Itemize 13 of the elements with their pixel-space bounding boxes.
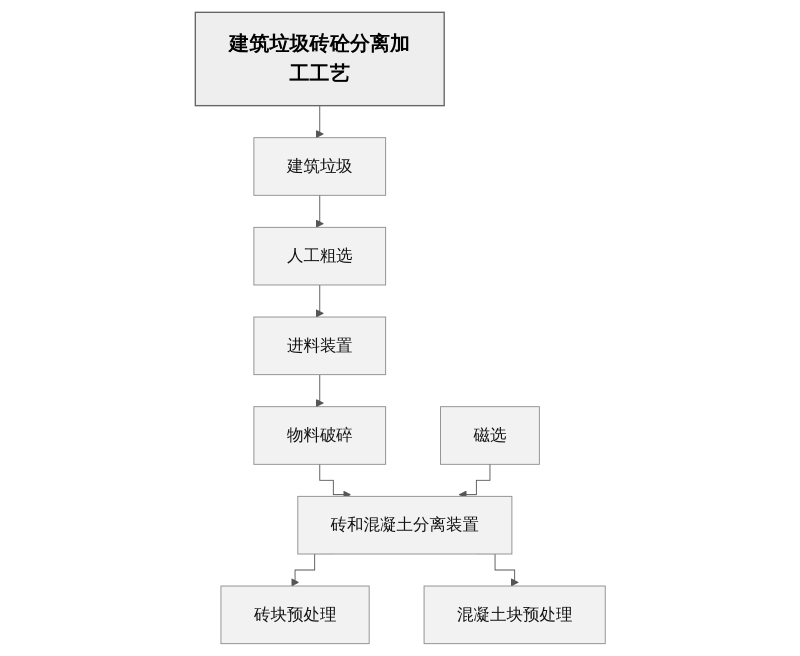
- arrow: [315, 284, 324, 318]
- node-box: 磁选: [440, 406, 540, 465]
- node-box: 混凝土块预处理: [423, 586, 606, 644]
- node-box: 建筑垃圾: [253, 137, 386, 196]
- node-box: 进料装置: [253, 316, 386, 376]
- arrow: [315, 105, 324, 138]
- arrow: [315, 194, 324, 228]
- node-box: 物料破碎: [253, 406, 386, 465]
- arrow: [315, 374, 324, 408]
- node-box: 建筑垃圾砖砼分离加工工艺: [194, 12, 445, 106]
- node-box: 人工粗选: [253, 226, 386, 286]
- node-box: 砖和混凝土分离装置: [297, 496, 512, 554]
- node-box: 砖块预处理: [220, 586, 370, 644]
